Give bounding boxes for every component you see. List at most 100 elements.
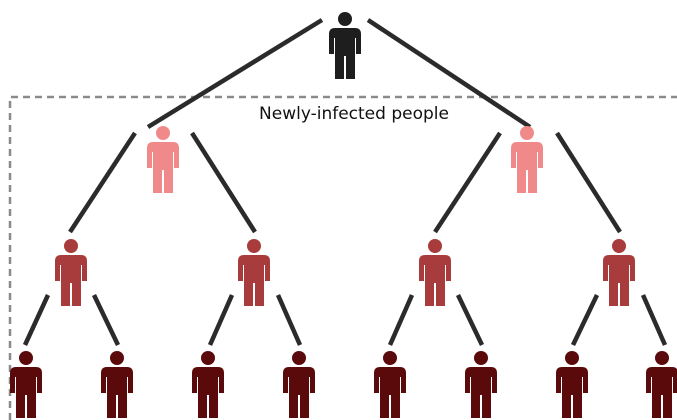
person-right-leg bbox=[620, 282, 629, 306]
person-head bbox=[201, 351, 215, 365]
person-left-leg bbox=[335, 55, 344, 79]
person-head bbox=[383, 351, 397, 365]
person-right-leg bbox=[391, 394, 400, 418]
person-head bbox=[428, 239, 442, 253]
person-leg-gap bbox=[70, 284, 72, 306]
person-head bbox=[520, 126, 534, 140]
person-gen3-f-icon bbox=[465, 351, 497, 418]
person-head bbox=[110, 351, 124, 365]
person-torso bbox=[419, 255, 451, 283]
person-head bbox=[474, 351, 488, 365]
person-left-leg bbox=[107, 394, 116, 418]
person-left-leg bbox=[198, 394, 207, 418]
person-torso bbox=[147, 142, 179, 170]
person-left-leg bbox=[16, 394, 25, 418]
person-head bbox=[19, 351, 33, 365]
person-left-leg bbox=[652, 394, 661, 418]
person-head bbox=[247, 239, 261, 253]
person-right-leg bbox=[346, 55, 355, 79]
person-torso bbox=[374, 367, 406, 395]
transmission-links bbox=[22, 18, 668, 346]
person-right-leg bbox=[528, 169, 537, 193]
person-gen3-e-icon bbox=[374, 351, 406, 418]
person-torso bbox=[283, 367, 315, 395]
person-gen3-a-icon bbox=[10, 351, 42, 418]
person-gen2-a-icon bbox=[55, 239, 87, 306]
link-gen2a-to-gen3b bbox=[91, 294, 121, 346]
person-left-leg bbox=[61, 282, 70, 306]
link-gen2b-to-gen3d bbox=[275, 294, 303, 346]
person-gen2-d-icon bbox=[603, 239, 635, 306]
person-gen3-d-icon bbox=[283, 351, 315, 418]
person-head bbox=[612, 239, 626, 253]
link-gen2c-to-gen3f bbox=[455, 294, 485, 346]
person-torso bbox=[465, 367, 497, 395]
region-label: Newly-infected people bbox=[259, 104, 449, 124]
person-head bbox=[292, 351, 306, 365]
person-right-leg bbox=[27, 394, 36, 418]
person-left-leg bbox=[153, 169, 162, 193]
person-torso bbox=[55, 255, 87, 283]
person-gen3-b-icon bbox=[101, 351, 133, 418]
person-leg-gap bbox=[480, 396, 482, 418]
person-left-leg bbox=[425, 282, 434, 306]
person-right-leg bbox=[573, 394, 582, 418]
link-gen2d-to-gen3g bbox=[570, 294, 600, 346]
person-torso bbox=[556, 367, 588, 395]
person-torso bbox=[238, 255, 270, 283]
link-source-to-gen1-left bbox=[146, 18, 324, 129]
person-head bbox=[338, 12, 352, 26]
person-gen3-g-icon bbox=[556, 351, 588, 418]
person-leg-gap bbox=[618, 284, 620, 306]
link-gen2d-to-gen3h bbox=[640, 294, 668, 346]
person-head bbox=[655, 351, 669, 365]
person-left-leg bbox=[609, 282, 618, 306]
person-leg-gap bbox=[253, 284, 255, 306]
person-gen3-h-icon bbox=[646, 351, 677, 418]
person-torso bbox=[603, 255, 635, 283]
person-torso bbox=[329, 28, 361, 56]
person-leg-gap bbox=[298, 396, 300, 418]
person-right-leg bbox=[209, 394, 218, 418]
person-torso bbox=[10, 367, 42, 395]
person-right-leg bbox=[482, 394, 491, 418]
person-right-leg bbox=[300, 394, 309, 418]
person-left-leg bbox=[244, 282, 253, 306]
link-gen1a-to-gen2b bbox=[190, 131, 257, 234]
link-gen1b-to-gen2c bbox=[433, 131, 502, 234]
person-gen1-a-icon bbox=[147, 126, 179, 193]
link-gen1b-to-gen2d bbox=[555, 131, 622, 234]
person-leg-gap bbox=[389, 396, 391, 418]
person-leg-gap bbox=[25, 396, 27, 418]
person-leg-gap bbox=[116, 396, 118, 418]
person-torso bbox=[192, 367, 224, 395]
person-torso bbox=[511, 142, 543, 170]
people-layer bbox=[10, 12, 677, 418]
person-head bbox=[156, 126, 170, 140]
person-gen3-c-icon bbox=[192, 351, 224, 418]
person-torso bbox=[101, 367, 133, 395]
person-leg-gap bbox=[571, 396, 573, 418]
person-leg-gap bbox=[526, 171, 528, 193]
person-leg-gap bbox=[661, 396, 663, 418]
person-gen2-c-icon bbox=[419, 239, 451, 306]
link-gen2c-to-gen3e bbox=[387, 294, 415, 346]
link-gen2a-to-gen3a bbox=[22, 294, 51, 346]
person-right-leg bbox=[72, 282, 81, 306]
person-left-leg bbox=[517, 169, 526, 193]
person-leg-gap bbox=[344, 57, 346, 79]
person-gen1-b-icon bbox=[511, 126, 543, 193]
person-leg-gap bbox=[162, 171, 164, 193]
link-gen2b-to-gen3c bbox=[207, 294, 235, 346]
person-source-icon bbox=[329, 12, 361, 79]
person-leg-gap bbox=[207, 396, 209, 418]
person-left-leg bbox=[562, 394, 571, 418]
person-gen2-b-icon bbox=[238, 239, 270, 306]
person-head bbox=[565, 351, 579, 365]
person-left-leg bbox=[380, 394, 389, 418]
person-right-leg bbox=[164, 169, 173, 193]
person-head bbox=[64, 239, 78, 253]
link-gen1a-to-gen2a bbox=[68, 131, 137, 234]
person-leg-gap bbox=[434, 284, 436, 306]
